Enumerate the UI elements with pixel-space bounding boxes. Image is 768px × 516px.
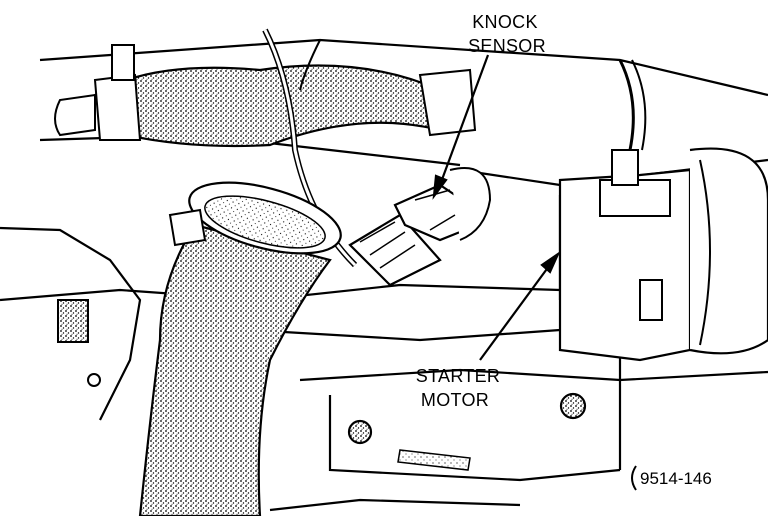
knock-sensor-arrowhead — [432, 174, 448, 200]
callout-leaders — [432, 54, 561, 361]
figure-id: 9514-146 — [640, 469, 712, 488]
starter-motor — [558, 59, 768, 362]
starter-motor-arrowhead — [540, 250, 561, 274]
upper-coolant-hose — [54, 44, 477, 148]
label-starter: STARTER — [416, 366, 500, 386]
lower-coolant-hose — [138, 181, 342, 516]
figure-id-bracket — [631, 465, 637, 491]
bolt-bosses — [57, 299, 587, 471]
label-sensor: SENSOR — [468, 36, 546, 56]
label-knock: KNOCK — [472, 12, 538, 32]
knock-sensor-leader — [438, 54, 490, 186]
starter-motor-leader — [479, 261, 553, 361]
label-motor: MOTOR — [421, 390, 489, 410]
knock-sensor — [348, 167, 492, 287]
